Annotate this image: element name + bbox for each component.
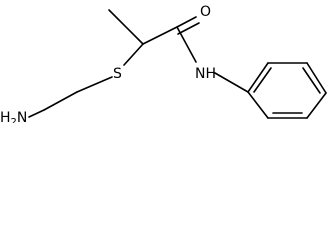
ring-inner-double-bond (253, 67, 272, 93)
amine-n: N (17, 110, 27, 123)
bond-sulfur-ch2 (76, 76, 113, 93)
phenyl-ring (247, 62, 327, 119)
bond-carbonyl-single (176, 16, 197, 28)
ring-inner-double-bond (302, 67, 321, 94)
atom-amine: H2N (0, 110, 27, 123)
atom-oxygen: O (200, 4, 211, 20)
bond-ch2-ch2 (43, 91, 78, 111)
ring-bond (247, 62, 269, 93)
bond-methyl (108, 9, 144, 45)
amine-h: H (0, 110, 11, 123)
chemical-structure-diagram: O S NH H2N (0, 4, 327, 123)
ring-bond (306, 92, 327, 119)
bond-carbonyl-nitrogen (176, 26, 197, 63)
bond-nitrogen-ring (214, 72, 249, 93)
amine-subscript: 2 (11, 117, 17, 123)
bond-ch2-amine (28, 109, 45, 118)
bond-alpha-carbonyl (142, 26, 178, 45)
ring-bond (306, 62, 327, 94)
bond-alpha-sulfur (123, 43, 144, 66)
atom-sulfur: S (113, 66, 122, 82)
bond-carbonyl-double (177, 22, 200, 35)
ring-bond (247, 91, 269, 119)
atom-amide-nitrogen: NH (195, 66, 216, 82)
